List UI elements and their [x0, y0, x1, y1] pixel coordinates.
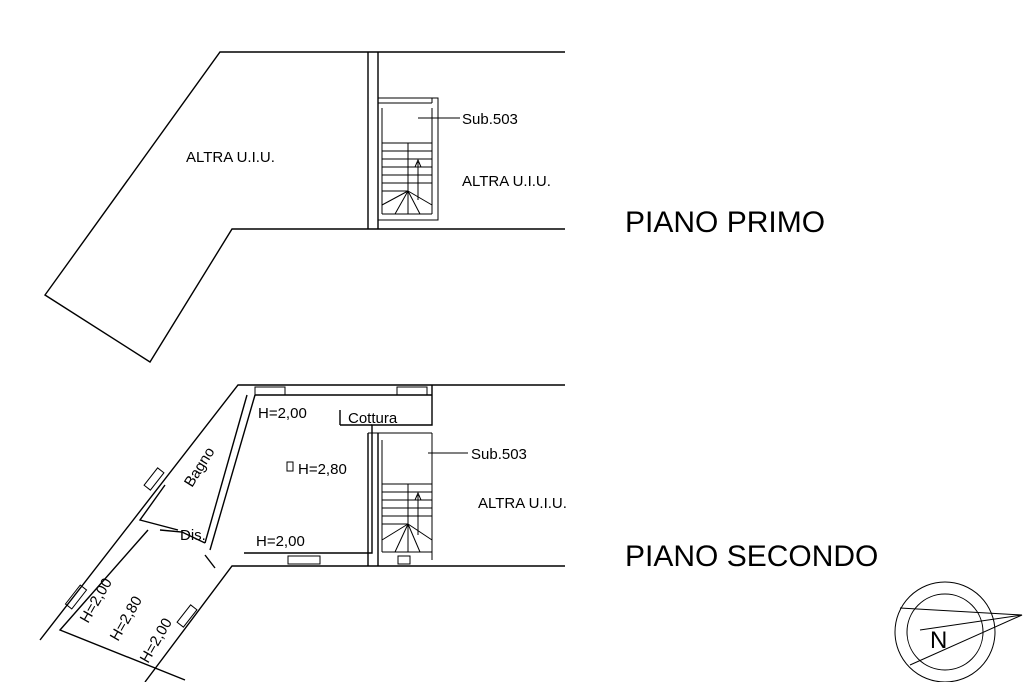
hall-label: Dis. [180, 527, 206, 544]
kitchen-label: Cottura [348, 410, 398, 427]
height-marker-icon [286, 461, 294, 472]
first-floor-sub-label: Sub.503 [462, 111, 518, 128]
wing-height-3-label: H=2,00 [137, 615, 176, 666]
first-floor-right-unit-label: ALTRA U.I.U. [462, 173, 551, 190]
second-floor-plan [39, 384, 565, 682]
height-middle-label: H=2,80 [298, 461, 347, 478]
second-floor-title: PIANO SECONDO [625, 540, 878, 573]
second-floor-right-unit-label: ALTRA U.I.U. [478, 495, 567, 512]
north-compass-icon [894, 581, 1023, 682]
first-floor-title: PIANO PRIMO [625, 206, 825, 239]
first-floor-left-unit-label: ALTRA U.I.U. [186, 149, 275, 166]
height-top-label: H=2,00 [258, 405, 307, 422]
second-floor-sub-label: Sub.503 [471, 446, 527, 463]
compass-north-label: N [930, 627, 947, 654]
height-bottom-label: H=2,00 [256, 533, 305, 550]
first-floor-plan [43, 51, 565, 363]
wing-height-1-label: H=2,00 [77, 575, 116, 626]
wing-height-2-label: H=2,80 [107, 593, 146, 644]
